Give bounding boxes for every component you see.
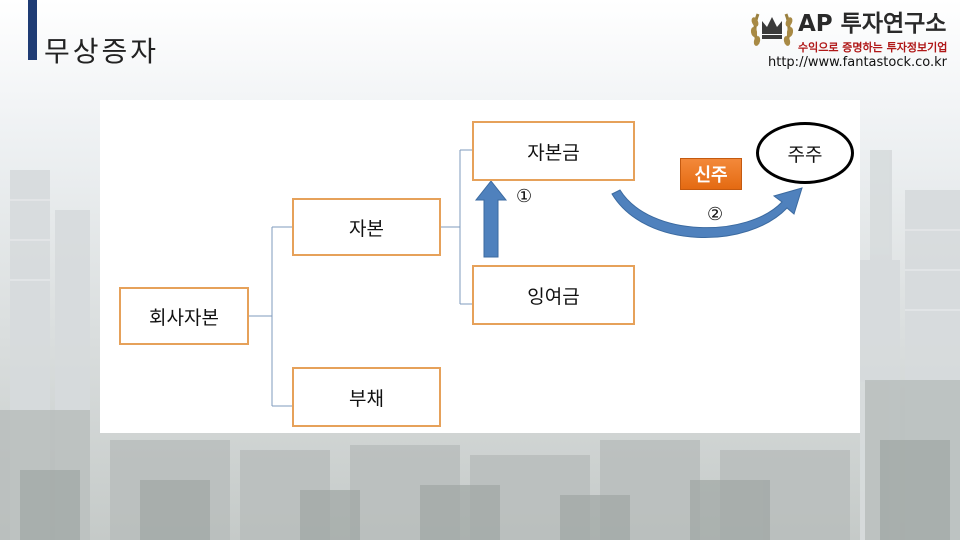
step-2-label: ② xyxy=(707,204,724,225)
new-shares-badge: 신주 xyxy=(680,158,742,190)
crown-laurel-icon xyxy=(750,13,794,46)
title-accent-bar xyxy=(28,0,37,60)
brand-url: http://www.fantastock.co.kr xyxy=(768,55,948,70)
curved-arrow-icon xyxy=(611,187,803,239)
node-debt: 부채 xyxy=(292,367,441,427)
node-surplus: 잉여금 xyxy=(472,265,635,325)
step-1-label: ① xyxy=(516,186,533,207)
brand-logo: AP 투자연구소 수익으로 증명하는 투자정보기업 http://www.fan… xyxy=(750,2,955,74)
brand-tagline: 수익으로 증명하는 투자정보기업 xyxy=(798,41,948,54)
node-capital-stock: 자본금 xyxy=(472,121,635,181)
page-title: 무상증자 xyxy=(44,35,160,68)
up-arrow-icon xyxy=(474,180,508,258)
node-capital: 자본 xyxy=(292,198,441,256)
brand-name: AP 투자연구소 xyxy=(798,11,947,37)
node-shareholders: 주주 xyxy=(756,122,854,184)
node-company-capital: 회사자본 xyxy=(119,287,249,345)
